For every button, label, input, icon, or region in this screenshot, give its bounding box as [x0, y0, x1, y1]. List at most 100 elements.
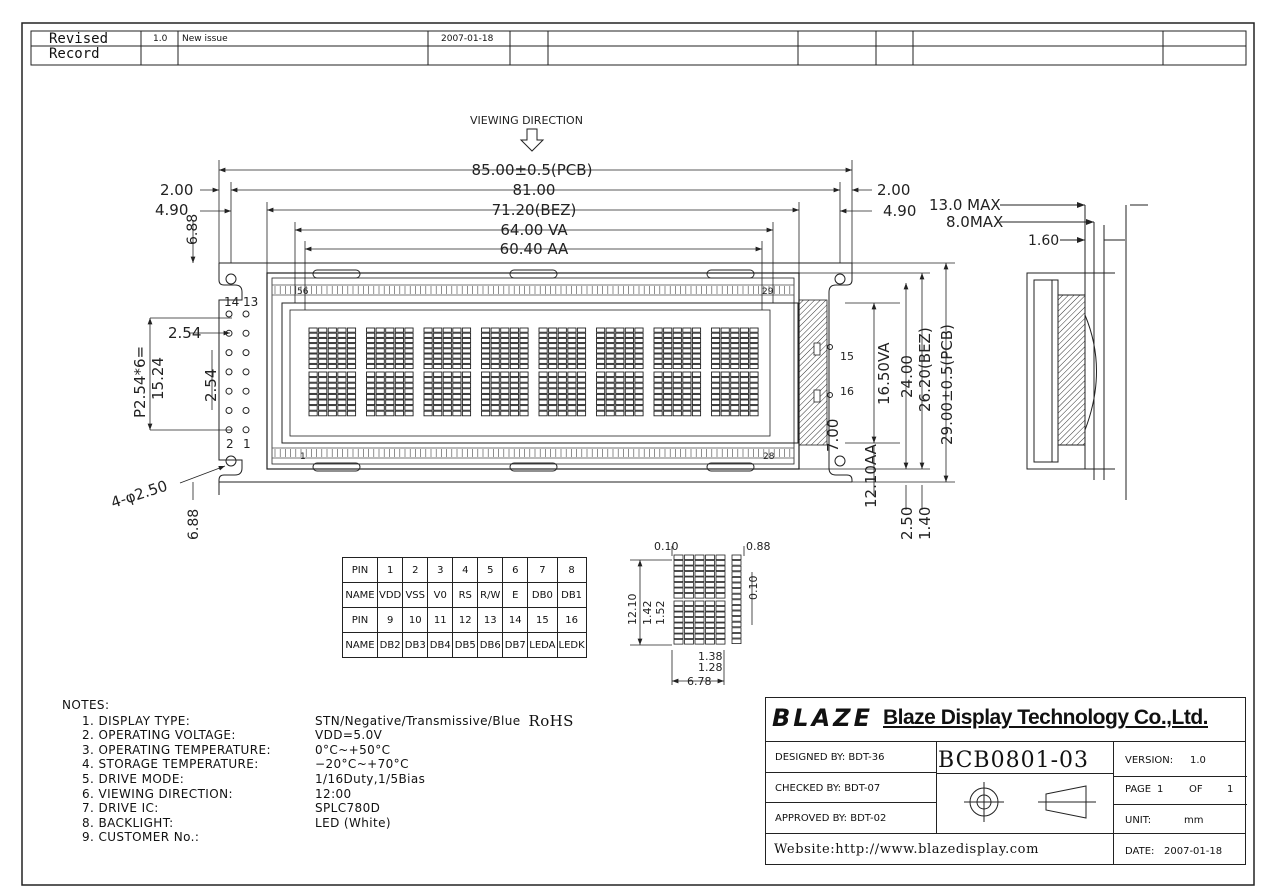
detail-dot	[673, 582, 684, 588]
pin-cell: LEDA	[527, 632, 558, 658]
pin-head-2: NAME	[342, 582, 378, 608]
revision-date: 2007-01-18	[441, 34, 494, 44]
character-cell	[653, 327, 702, 417]
dim-pcb-width: 85.00±0.5(PCB)	[472, 161, 593, 179]
pin-cell: R/W	[477, 582, 504, 608]
detail-dot	[673, 622, 684, 628]
dim-top-offset: 6.88	[185, 214, 201, 245]
of-value: 1	[1227, 784, 1234, 795]
pin-cell: DB1	[556, 582, 587, 608]
pin-head-3: PIN	[342, 607, 378, 633]
dim-va-offset: 12.10AA	[862, 443, 880, 508]
detail-dot	[731, 638, 742, 644]
detail-gap-v: 0.10	[747, 576, 760, 601]
detail-dot	[715, 622, 726, 628]
pin-cell: DB0	[527, 582, 558, 608]
aa-window	[289, 309, 771, 437]
detail-dot	[715, 587, 726, 593]
pin-cell: 4	[452, 557, 479, 583]
detail-dot	[705, 617, 715, 623]
note-value: VDD=5.0V	[315, 728, 383, 743]
detail-dot	[694, 587, 705, 593]
detail-dot	[694, 628, 705, 634]
revised-label: Revised	[49, 31, 109, 47]
viewing-direction-label: VIEWING DIRECTION	[470, 114, 583, 127]
pin-cell: 8	[556, 557, 587, 583]
pin-cell: DB2	[376, 632, 404, 658]
detail-dot	[684, 576, 694, 582]
dim-bottom-a: 2.50	[898, 507, 916, 540]
detail-dot	[673, 633, 684, 639]
detail-dot	[694, 571, 705, 577]
note-value: 12:00	[315, 786, 352, 801]
char-detail	[673, 554, 742, 645]
date-value: 2007-01-18	[1164, 846, 1223, 857]
pin-13-label: 13	[243, 295, 258, 309]
approved-by: APPROVED BY: BDT-02	[775, 813, 887, 824]
detail-dot	[673, 606, 684, 612]
page-value: 1	[1157, 784, 1164, 795]
pin-2-label: 2	[226, 437, 234, 451]
detail-dot	[731, 582, 742, 588]
dim-hole-pitch: 81.00	[513, 181, 556, 199]
note-key: 6. VIEWING DIRECTION:	[82, 786, 233, 801]
detail-dot	[731, 588, 742, 594]
pin-hole	[242, 310, 250, 318]
dim-thick-max: 13.0 MAX	[929, 196, 1001, 214]
note-key: 8. BACKLIGHT:	[82, 815, 174, 830]
pin-cell: 10	[402, 607, 429, 633]
pin-hole	[225, 368, 233, 376]
pin-row-1: PIN 1 2 3 4 5 6 7 8	[342, 557, 587, 583]
dim-right-margin-b: 4.90	[883, 202, 916, 220]
note-key: 5. DRIVE MODE:	[82, 771, 185, 786]
note-value: STN/Negative/Transmissive/Blue	[315, 713, 521, 728]
character-cell	[711, 327, 759, 417]
detail-dot	[731, 610, 742, 616]
detail-dot	[705, 600, 715, 606]
outer-frame	[21, 22, 1255, 886]
detail-dot	[684, 628, 694, 634]
note-value: SPLC780D	[315, 801, 381, 816]
dim-right-margin-a: 2.00	[877, 181, 910, 199]
dimension-lines	[147, 160, 955, 510]
dim-va-width: 64.00 VA	[500, 221, 568, 239]
pin-cell: VSS	[402, 582, 429, 608]
detail-dot	[705, 628, 715, 634]
dim-bottom-offset: 6.88	[186, 509, 202, 540]
detail-h2: 1.52	[654, 601, 667, 626]
detail-dot	[673, 628, 684, 634]
dim-side-1-60: 1.60	[1028, 233, 1059, 249]
detail-dot	[715, 611, 726, 617]
pin-1-label: 1	[243, 437, 251, 451]
detail-dot	[694, 565, 705, 571]
detail-dot	[673, 639, 684, 645]
detail-dot	[673, 565, 684, 571]
pin-cell: 2	[402, 557, 429, 583]
version-value: 1.0	[1190, 755, 1206, 766]
detail-dot	[705, 611, 715, 617]
website: Website:http://www.blazedisplay.com	[774, 842, 1040, 857]
dim-left-margin-b: 4.90	[155, 201, 188, 219]
detail-dot	[694, 560, 705, 566]
detail-dot	[673, 576, 684, 582]
dim-aa-offset: 7.00	[824, 419, 842, 452]
notes-section: NOTES: 1. DISPLAY TYPE:STN/Negative/Tran…	[62, 698, 574, 845]
detail-dot	[715, 554, 726, 560]
detail-dot	[684, 571, 694, 577]
detail-dot	[705, 582, 715, 588]
detail-dot	[694, 606, 705, 612]
character-cells	[308, 327, 759, 417]
conn-56-label: 56	[297, 287, 309, 297]
dim-aa-width: 60.40 AA	[500, 240, 569, 258]
pin-cell: V0	[427, 582, 454, 608]
dim-pin-span: P2.54*6=	[131, 346, 149, 418]
detail-dot	[684, 639, 694, 645]
revision-description: New issue	[182, 34, 228, 44]
character-cell	[308, 327, 357, 417]
version-label: VERSION:	[1125, 755, 1174, 766]
dim-bez-height-b: 26.20(BEZ)	[916, 327, 934, 412]
designed-by: DESIGNED BY: BDT-36	[775, 752, 885, 763]
pin-hole	[242, 426, 250, 434]
unit-label: UNIT:	[1125, 815, 1152, 826]
detail-dot	[715, 560, 726, 566]
